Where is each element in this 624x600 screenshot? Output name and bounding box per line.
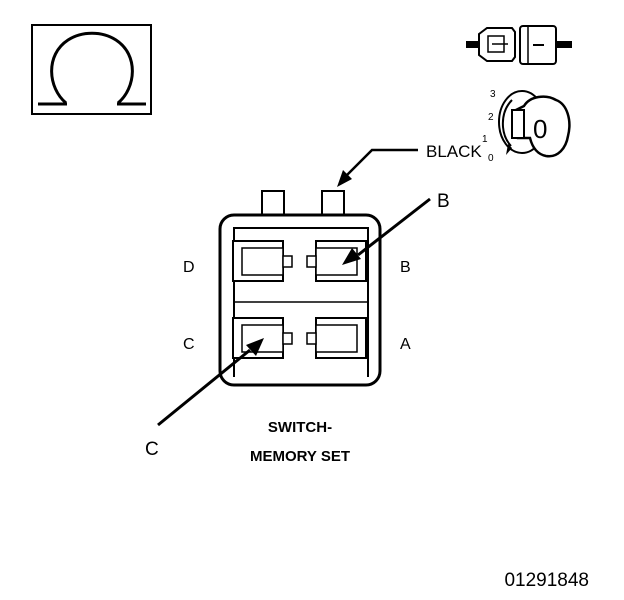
probe-c bbox=[157, 338, 264, 427]
ohm-icon bbox=[38, 31, 146, 106]
terminal-b bbox=[306, 240, 367, 282]
caption-line-2: MEMORY SET bbox=[250, 448, 350, 465]
terminal-c bbox=[232, 317, 293, 359]
terminal-a bbox=[306, 317, 367, 359]
caption-line-1: SWITCH- bbox=[268, 419, 332, 436]
figure-id: 01291848 bbox=[504, 570, 589, 591]
pin-label-a: A bbox=[400, 336, 411, 353]
key-label: 0 bbox=[533, 114, 547, 144]
probe-label-b: B bbox=[437, 191, 450, 212]
ohm-symbol bbox=[31, 24, 152, 115]
pin-label-c: C bbox=[183, 336, 195, 353]
ignition-key-icon: 3 2 1 0 0 bbox=[482, 89, 571, 164]
probe-label-c: C bbox=[145, 439, 159, 460]
pin-label-d: D bbox=[183, 259, 195, 276]
key-position-2: 2 bbox=[488, 112, 494, 123]
wire-leader bbox=[337, 148, 418, 187]
connector-plug-icon bbox=[466, 25, 572, 65]
probe-b bbox=[342, 197, 431, 265]
key-position-0: 0 bbox=[488, 153, 494, 164]
key-position-1: 1 bbox=[482, 134, 488, 145]
wire-color-label: BLACK bbox=[426, 142, 482, 161]
key-position-3: 3 bbox=[490, 89, 496, 100]
terminal-d bbox=[232, 240, 293, 282]
pin-label-b: B bbox=[400, 259, 411, 276]
